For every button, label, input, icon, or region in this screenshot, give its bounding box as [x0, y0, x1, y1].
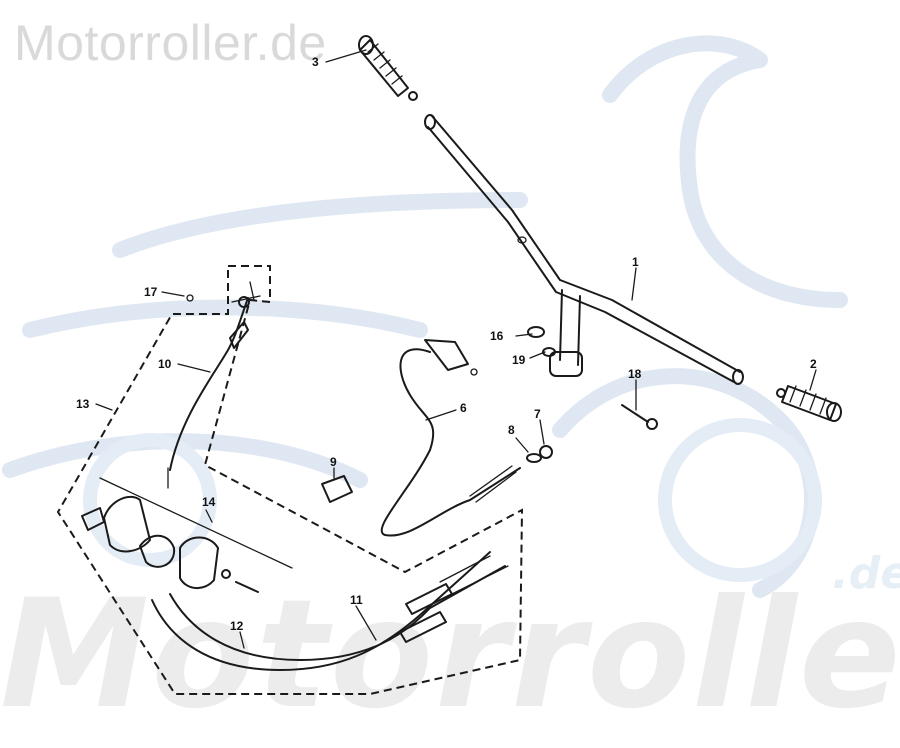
washer-nut	[526, 445, 553, 463]
brake-cables-pair	[151, 551, 509, 671]
rubber-block	[321, 475, 353, 503]
callout-14: 14	[202, 495, 216, 509]
callout-9: 9	[330, 455, 337, 469]
watermark-bottom-suffix: .de	[832, 548, 900, 599]
scooter-watermark	[2, 35, 848, 598]
callout-labels: 3 1 2 16 19 18 6 7 8 9 10 11 12 13 14 17	[76, 55, 817, 633]
callout-13: 13	[76, 397, 90, 411]
callout-2: 2	[810, 357, 817, 371]
callout-3: 3	[312, 55, 319, 69]
left-grip	[358, 35, 418, 101]
callout-6: 6	[460, 401, 467, 415]
brake-cable	[380, 339, 521, 537]
callout-16: 16	[490, 329, 504, 343]
callout-19: 19	[512, 353, 526, 367]
throttle-cable	[167, 281, 261, 489]
callout-11: 11	[350, 593, 363, 607]
handlebar	[424, 114, 744, 385]
clamp-parts	[527, 326, 556, 357]
watermark-top-logo: Motorroller.de	[14, 15, 327, 71]
leader-lines	[95, 49, 817, 649]
right-grip	[776, 385, 842, 422]
switch-assembly	[81, 477, 293, 593]
callout-17: 17	[144, 285, 158, 299]
callout-10: 10	[158, 357, 172, 371]
callout-12: 12	[230, 619, 244, 633]
group-outline-13	[56, 265, 524, 695]
callout-18: 18	[628, 367, 642, 381]
callout-1: 1	[632, 255, 639, 269]
callout-7: 7	[534, 407, 541, 421]
bolt-18	[621, 404, 658, 430]
callout-8: 8	[508, 423, 515, 437]
